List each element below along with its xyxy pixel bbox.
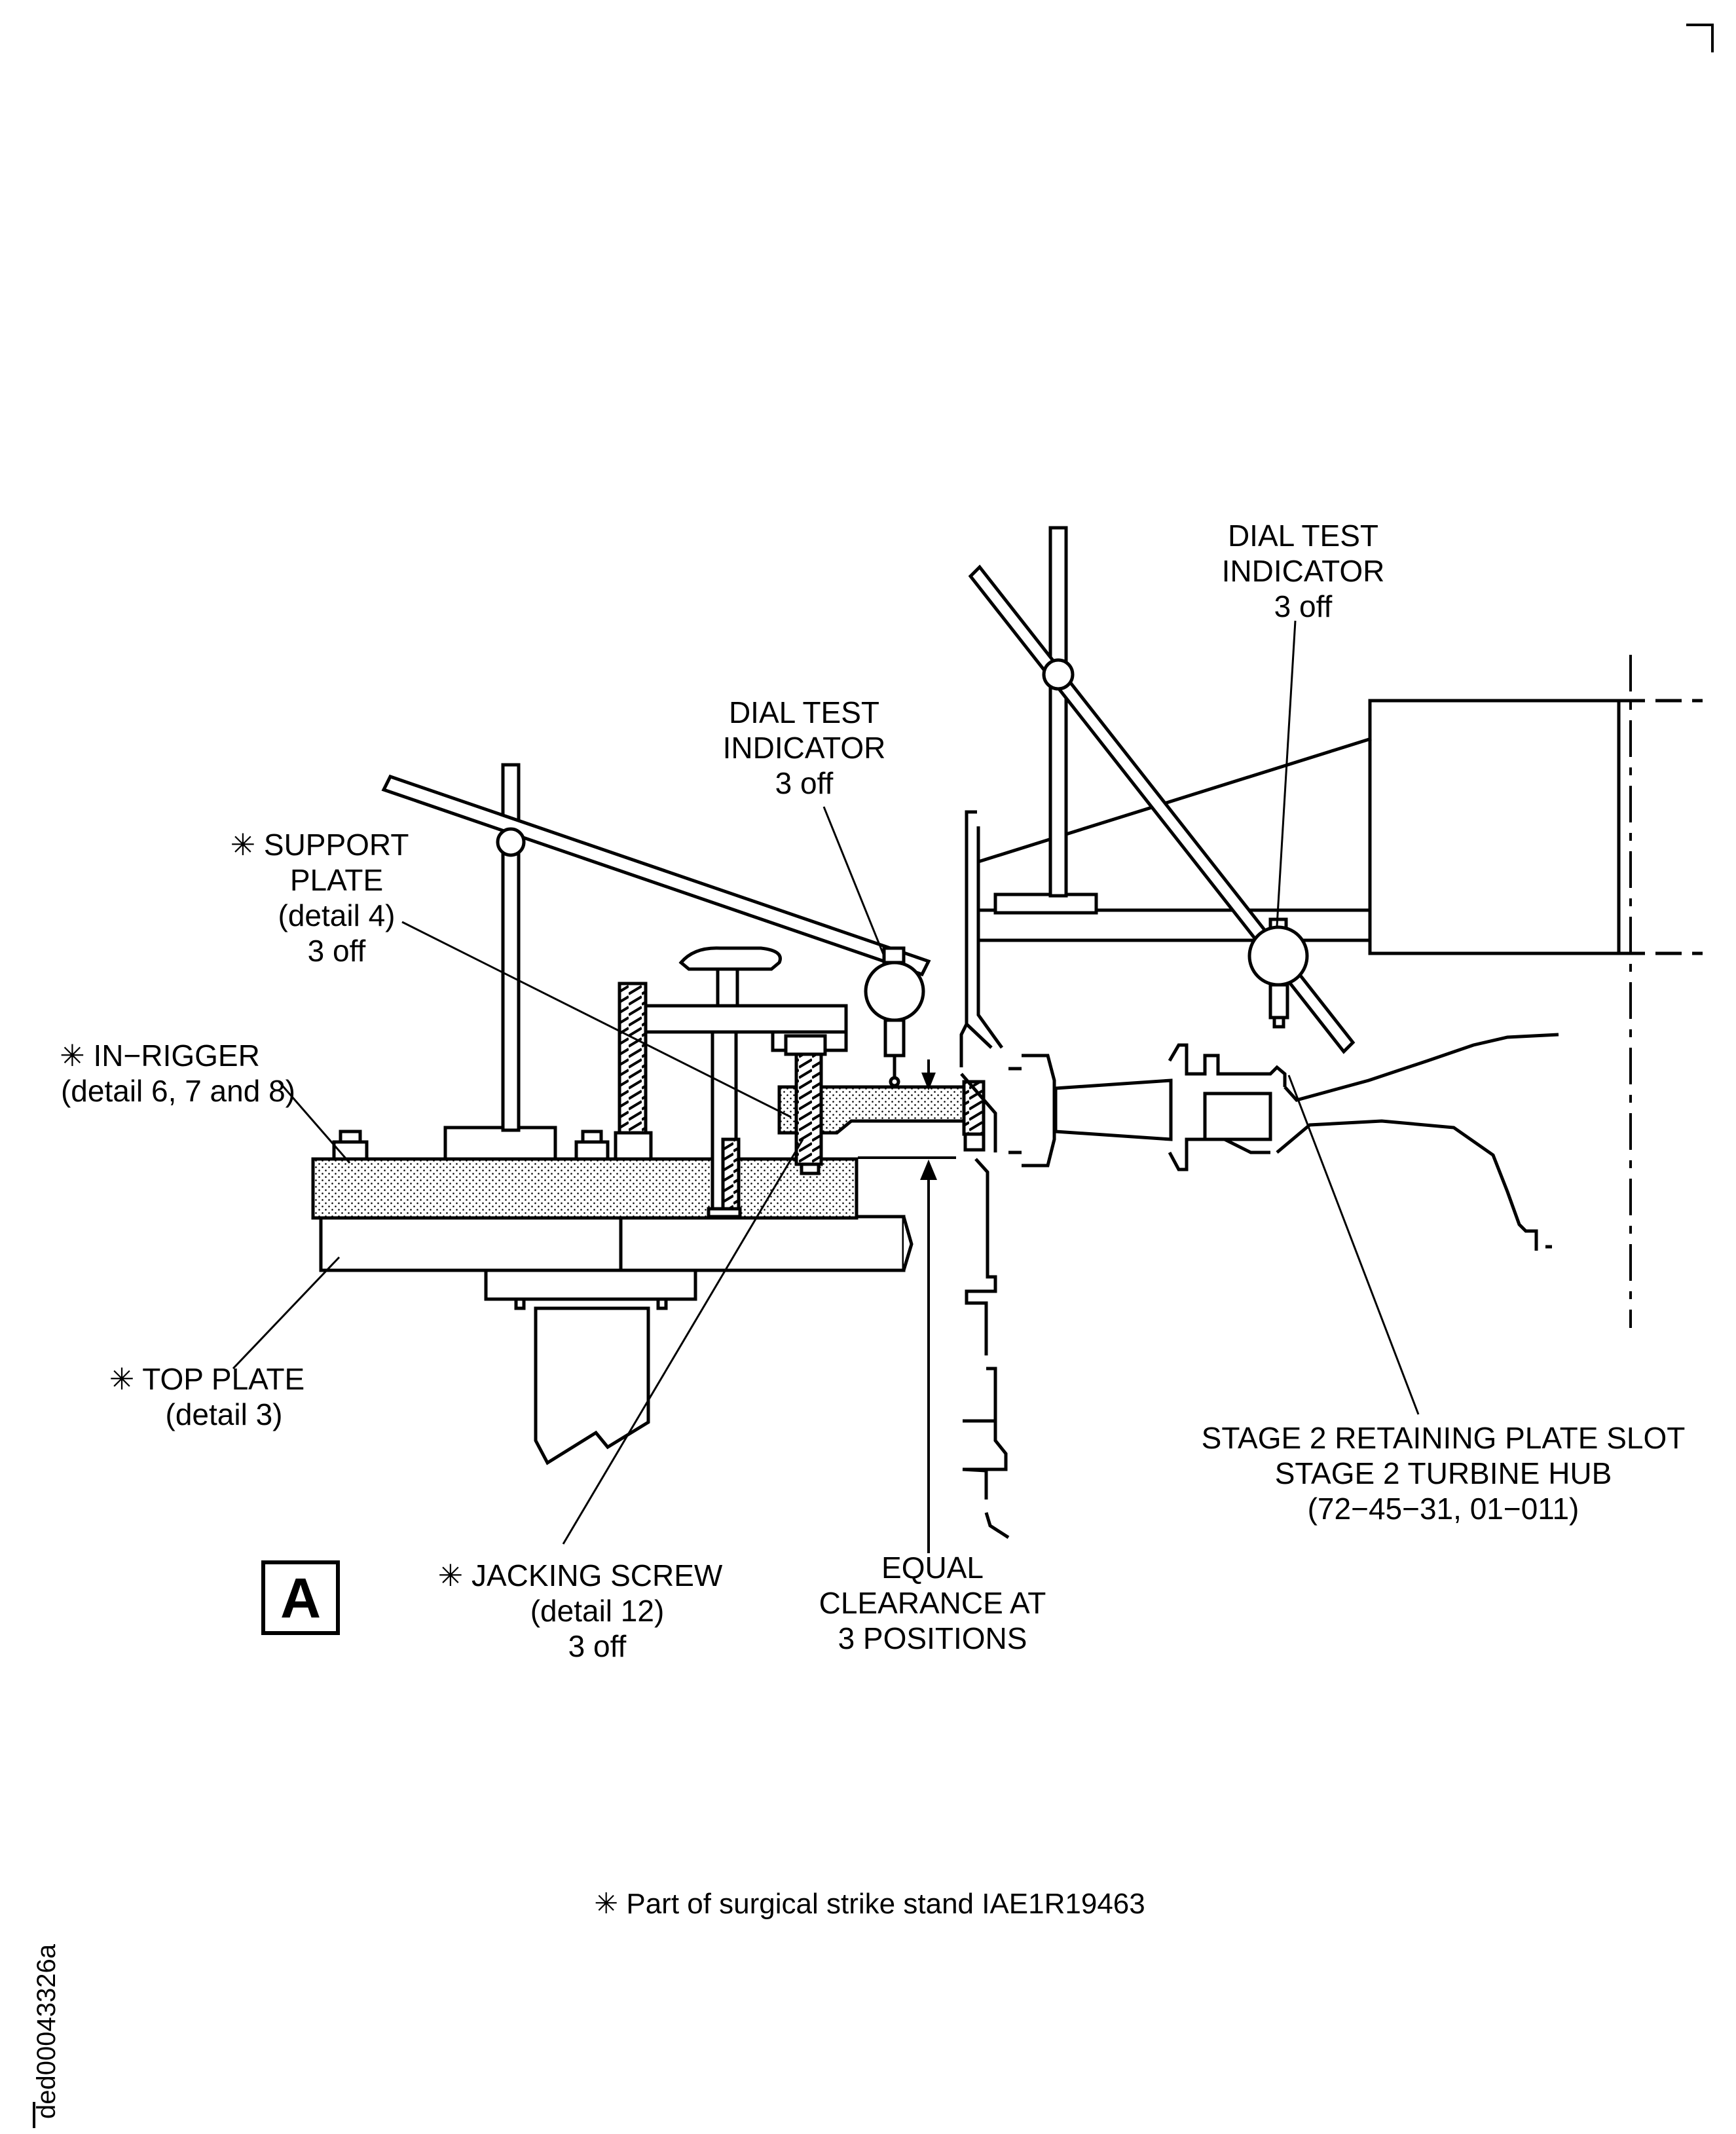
indicator-stand-left: [381, 763, 931, 1132]
label-support-plate: ✳ SUPPORT PLATE (detail 4) 3 off: [231, 828, 409, 968]
label-line: ✳ TOP PLATE: [109, 1362, 305, 1396]
label-in-rigger: ✳ IN−RIGGER (detail 6, 7 and 8): [60, 1039, 295, 1108]
label-line: 3 off: [1274, 589, 1333, 623]
dial-test-indicator-middle: [864, 946, 925, 1088]
clearance-arrows: [858, 1059, 956, 1553]
label-line: ✳ IN−RIGGER: [60, 1039, 260, 1073]
label-line: DIAL TEST: [1228, 519, 1378, 553]
label-line: 3 POSITIONS: [838, 1621, 1027, 1655]
label-line: EQUAL: [881, 1551, 984, 1585]
label-line: INDICATOR: [723, 731, 886, 765]
engine-upper-structure: [978, 699, 1703, 955]
footnote: ✳ Part of surgical strike stand IAE1R194…: [594, 1888, 1145, 1920]
label-line: (detail 12): [530, 1594, 665, 1628]
label-dial-test-indicator-middle: DIAL TEST INDICATOR 3 off: [723, 695, 886, 800]
in-rigger-part: [311, 1126, 859, 1220]
label-line: DIAL TEST: [729, 695, 879, 729]
stage-2-turbine-hub: [1008, 1033, 1559, 1251]
label-line: (detail 6, 7 and 8): [61, 1074, 295, 1108]
label-line: PLATE: [290, 863, 383, 897]
label-line: 3 off: [775, 766, 834, 800]
label-line: (detail 3): [166, 1397, 283, 1431]
label-line: (detail 4): [278, 898, 396, 932]
label-dial-test-indicator-top-right: DIAL TEST INDICATOR 3 off: [1222, 519, 1385, 623]
label-line: INDICATOR: [1222, 554, 1385, 588]
support-plate-part: [777, 1034, 986, 1175]
label-jacking-screw: ✳ JACKING SCREW (detail 12) 3 off: [438, 1558, 723, 1663]
left-stud: [614, 982, 653, 1161]
dial-test-indicator-right: [1247, 917, 1309, 1029]
leader-lines: [232, 620, 1420, 1545]
label-stage-2-retaining-plate-slot: STAGE 2 RETAINING PLATE SLOT STAGE 2 TUR…: [1202, 1421, 1686, 1526]
engine-case-wall: [959, 810, 1010, 1539]
label-line: STAGE 2 TURBINE HUB: [1275, 1456, 1612, 1490]
top-plate-part: [319, 1215, 914, 1272]
label-line: (72−45−31, 01−011): [1308, 1492, 1579, 1526]
label-equal-clearance: EQUAL CLEARANCE AT 3 POSITIONS: [819, 1551, 1046, 1655]
label-line: ✳ SUPPORT: [231, 828, 409, 862]
label-line: ✳ JACKING SCREW: [438, 1558, 723, 1592]
label-top-plate: ✳ TOP PLATE (detail 3): [109, 1362, 305, 1431]
document-id: ded00043326a: [32, 1943, 61, 2119]
label-line: 3 off: [568, 1629, 627, 1663]
label-line: STAGE 2 RETAINING PLATE SLOT: [1202, 1421, 1686, 1455]
column-post: [484, 1268, 697, 1465]
label-line: CLEARANCE AT: [819, 1586, 1046, 1620]
label-line: 3 off: [308, 934, 366, 968]
view-letter-box: A: [261, 1560, 340, 1635]
indicator-stand-right: [968, 526, 1356, 1054]
crop-marks: [33, 24, 1714, 2128]
view-letter: A: [280, 1567, 321, 1630]
